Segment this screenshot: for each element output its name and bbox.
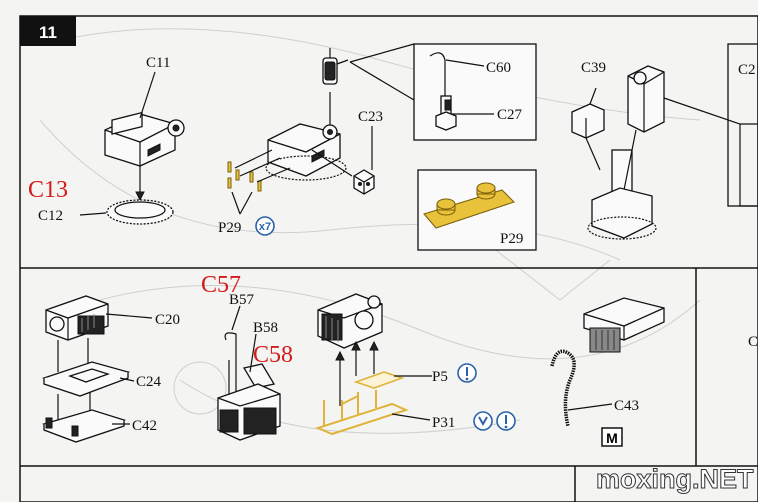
part-cooler-unit bbox=[317, 293, 383, 349]
label-c24: C24 bbox=[136, 374, 162, 390]
bend-icon-p31 bbox=[496, 411, 516, 431]
watermark-text: moxing.NET bbox=[596, 464, 754, 494]
label-c39: C39 bbox=[581, 60, 606, 76]
bottom-panel: C20 C24 C42 bbox=[41, 272, 758, 447]
label-p31: P31 bbox=[432, 415, 455, 431]
top-panel: C11 C12 C13 bbox=[28, 43, 758, 251]
label-c27: C27 bbox=[497, 107, 523, 123]
part-c23-box bbox=[311, 126, 375, 195]
label-p29-inset: P29 bbox=[500, 231, 523, 247]
label-c57-handwritten: C57 bbox=[201, 272, 241, 298]
part-p29-hooks bbox=[227, 149, 291, 215]
part-c24-plate bbox=[41, 361, 135, 397]
label-c13-handwritten: C13 bbox=[28, 177, 68, 203]
part-mast-top bbox=[322, 48, 349, 85]
fold-down-icon-p31 bbox=[473, 411, 493, 431]
part-b57-b58-assembly bbox=[217, 305, 281, 441]
part-c11-housing bbox=[104, 111, 185, 167]
part-c39-tower bbox=[571, 43, 758, 240]
label-c23: C23 bbox=[358, 109, 383, 125]
inset-p29-plate bbox=[417, 169, 537, 251]
label-c60: C60 bbox=[486, 60, 511, 76]
part-c43-assembly bbox=[550, 297, 665, 427]
part-p31-frame bbox=[315, 390, 431, 436]
label-b57: B57 bbox=[229, 292, 255, 308]
part-p5-plate bbox=[353, 371, 432, 389]
m-badge: M bbox=[601, 427, 623, 447]
part-c42-plate bbox=[41, 409, 130, 443]
svg-text:x7: x7 bbox=[259, 221, 271, 233]
label-c-cut: C bbox=[748, 334, 758, 350]
bend-icon-p5 bbox=[457, 363, 477, 383]
label-c2-cut: C2 bbox=[738, 62, 756, 78]
part-housing-assembly bbox=[265, 92, 347, 181]
qty-x7-badge: x7 bbox=[255, 216, 275, 236]
background-faint-drawing bbox=[39, 28, 701, 434]
step-badge: 11 bbox=[20, 16, 76, 46]
label-p29: P29 bbox=[218, 220, 241, 236]
label-c12: C12 bbox=[38, 208, 63, 224]
part-c20-unit bbox=[45, 295, 153, 341]
label-c42: C42 bbox=[132, 418, 157, 434]
svg-text:M: M bbox=[606, 430, 618, 446]
part-c12-ring bbox=[106, 199, 174, 225]
label-b58: B58 bbox=[253, 320, 278, 336]
label-c43: C43 bbox=[614, 398, 639, 414]
label-c58-handwritten: C58 bbox=[253, 342, 293, 368]
step-number: 11 bbox=[39, 23, 57, 42]
inset-c60-c27 bbox=[349, 43, 537, 141]
label-p5: P5 bbox=[432, 369, 448, 385]
panel-borders bbox=[19, 15, 758, 502]
label-c11: C11 bbox=[146, 55, 170, 71]
label-c20: C20 bbox=[155, 312, 180, 328]
